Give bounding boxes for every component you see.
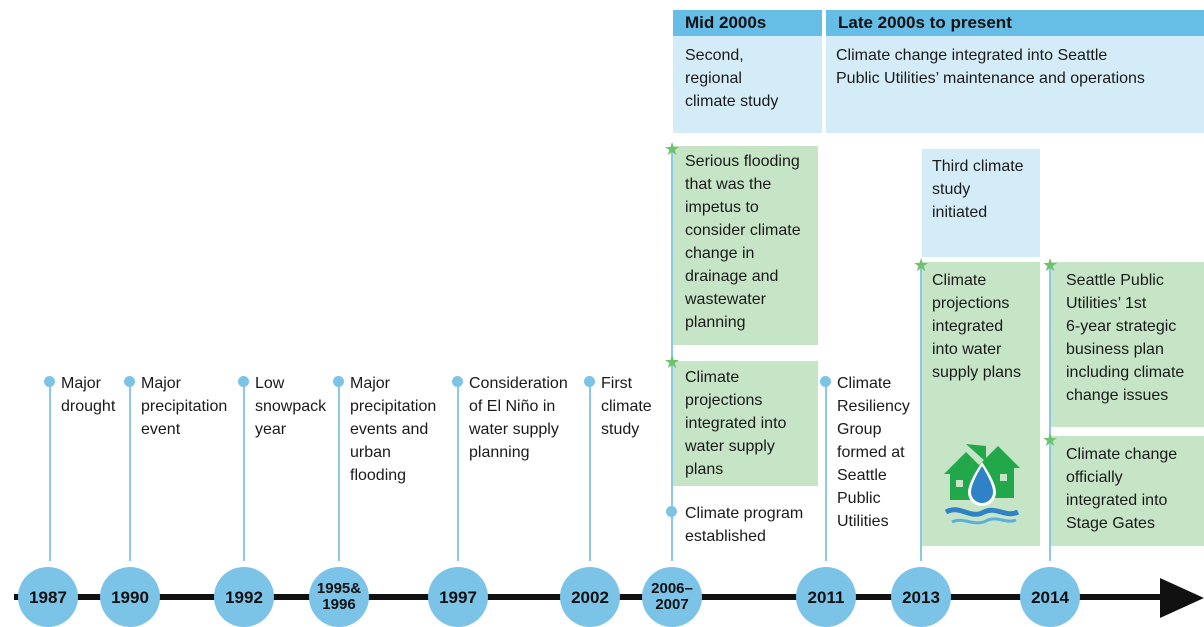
mid-2000s-text: Second, regional climate study [685, 47, 779, 110]
event-2002: First climate study [601, 375, 652, 438]
connector-2006 [671, 148, 673, 561]
star-icon: ★ [913, 255, 930, 275]
connector-1997 [457, 381, 459, 561]
star-icon: ★ [664, 352, 681, 372]
connector-2002 [589, 381, 591, 561]
event-dot-2011 [820, 376, 831, 387]
event-dot-1990 [124, 376, 135, 387]
event-2014-plan: Seattle Public Utilities’ 1st 6-year str… [1066, 272, 1185, 404]
event-2013-projections: Climate projections integrated into wate… [932, 272, 1021, 381]
year-circle-1987: 1987 [18, 567, 78, 627]
houses-water-drop-icon [944, 444, 1020, 525]
star-icon: ★ [664, 139, 681, 159]
event-2006-program: Climate program established [685, 505, 804, 545]
event-dot-1997 [452, 376, 463, 387]
event-2011: Climate Resiliency Group formed at Seatt… [837, 375, 910, 530]
connector-1995 [338, 381, 340, 561]
third-study-box [922, 149, 1040, 257]
year-circle-1992: 1992 [214, 567, 274, 627]
event-2006-projections: Climate projections integrated into wate… [685, 369, 787, 478]
green-box-2006-projections [673, 361, 818, 486]
connector-1987 [49, 381, 51, 561]
event-1995: Major precipitation events and urban flo… [350, 375, 437, 484]
year-circle-2006-2007: 2006– 2007 [642, 567, 702, 627]
year-circle-2013: 2013 [891, 567, 951, 627]
star-icon: ★ [1042, 430, 1059, 450]
connector-1990 [129, 381, 131, 561]
event-dot-1992 [238, 376, 249, 387]
event-1992: Low snowpack year [255, 375, 327, 438]
connector-2014 [1049, 265, 1051, 561]
event-dot-1995 [333, 376, 344, 387]
connector-1992 [243, 381, 245, 561]
green-box-2006-flood [673, 146, 818, 345]
event-2006-flooding: Serious flooding that was the impetus to… [685, 153, 801, 331]
star-icon: ★ [1042, 255, 1059, 275]
event-dot-1987 [44, 376, 55, 387]
event-dot-2002 [584, 376, 595, 387]
green-box-2014-gates [1051, 436, 1204, 546]
event-dot-2006-program [666, 506, 677, 517]
event-1997: Consideration of El Niño in water supply… [469, 375, 568, 461]
year-circle-1997: 1997 [428, 567, 488, 627]
year-circle-1995-1996: 1995& 1996 [309, 567, 369, 627]
late-2000s-text: Climate change integrated into Seattle P… [836, 47, 1145, 87]
green-box-2014-plan [1051, 262, 1204, 427]
year-circle-1990: 1990 [100, 567, 160, 627]
year-circle-2002: 2002 [560, 567, 620, 627]
header-late-2000s-body [826, 36, 1204, 133]
event-1987: Major drought [61, 375, 116, 415]
header-late-2000s: Late 2000s to present [826, 10, 1204, 36]
header-mid-2000s: Mid 2000s [673, 10, 822, 36]
event-2014-gates: Climate change officially integrated int… [1066, 446, 1178, 532]
year-circle-2014: 2014 [1020, 567, 1080, 627]
connector-2011 [825, 381, 827, 561]
header-mid-2000s-body [673, 36, 822, 133]
timeline-arrow-icon [1160, 578, 1204, 618]
year-circle-2011: 2011 [796, 567, 856, 627]
event-2013-third-study: Third climate study initiated [932, 158, 1024, 221]
connector-2013 [920, 265, 922, 561]
event-1990: Major precipitation event [141, 375, 228, 438]
